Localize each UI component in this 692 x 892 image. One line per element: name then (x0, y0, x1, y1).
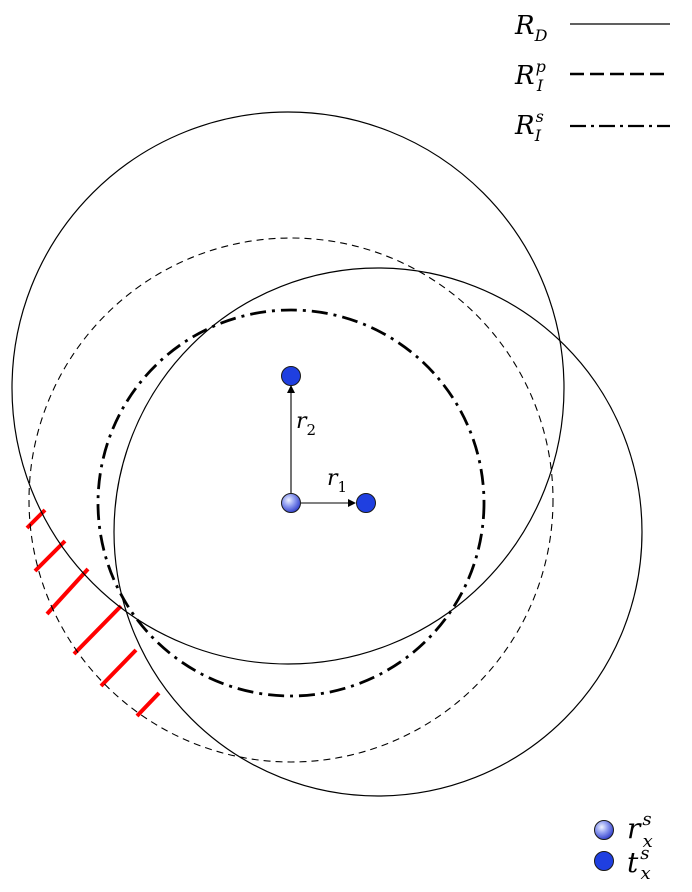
hatch-mark (72, 604, 123, 656)
circle-ris (96, 308, 486, 698)
transmitter-node-right (356, 493, 376, 513)
circle-rd-upper (11, 111, 565, 665)
hatch-region (25, 508, 161, 718)
hatch-mark (135, 691, 161, 718)
hatch-mark (45, 567, 90, 616)
hatch-mark (33, 539, 67, 573)
circle-rip-outer (28, 237, 554, 763)
legend-label-rd: RD (514, 11, 548, 45)
node-legend-transmitter-marker (594, 851, 614, 871)
vector-r1-label: r1 (327, 466, 347, 496)
transmitter-node-top (281, 366, 301, 386)
circle-rd-lower (113, 267, 643, 797)
node-legend-receiver-marker (594, 820, 614, 840)
receiver-node (281, 493, 301, 513)
hatch-mark (99, 648, 138, 688)
vector-r2-label: r2 (296, 409, 316, 439)
